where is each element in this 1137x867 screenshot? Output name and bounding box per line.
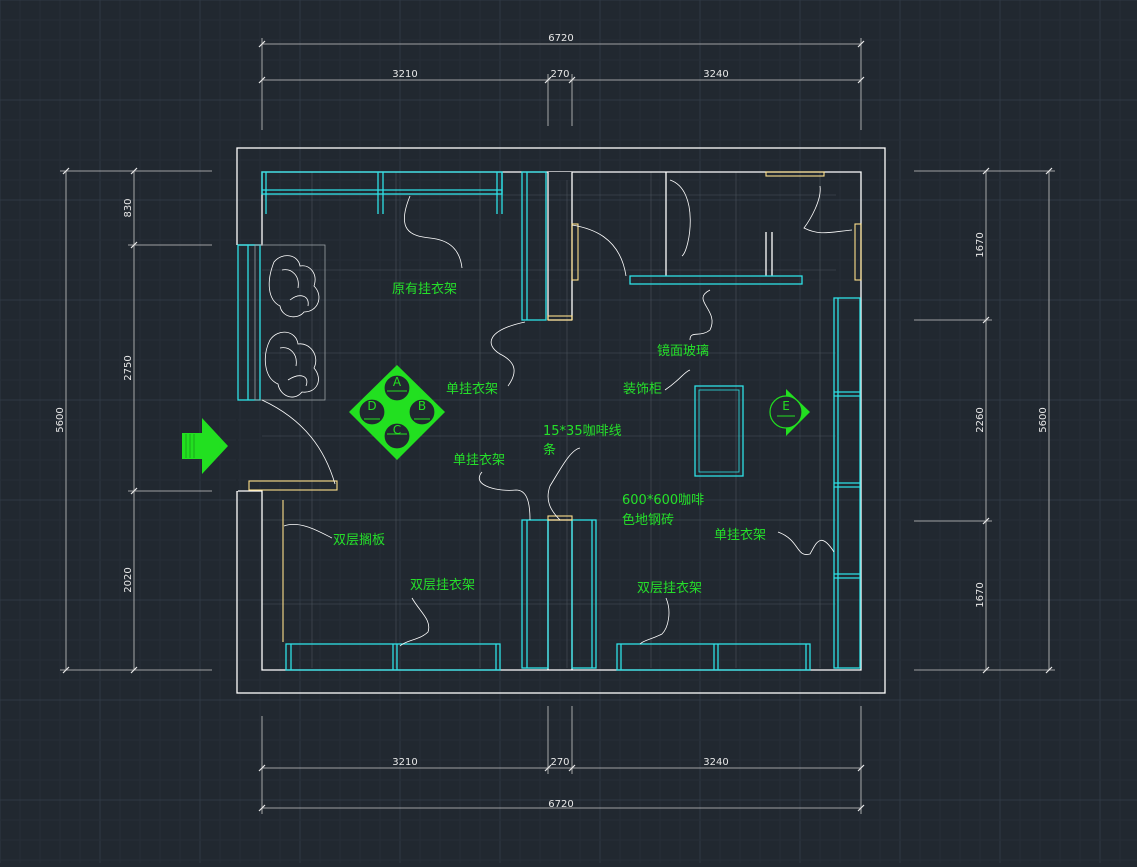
door-swing: [261, 399, 336, 485]
upper-partition-rack: [521, 171, 547, 321]
label-coffee-strip-2: 条: [543, 442, 556, 458]
elevation-index-symbol-icon: A B C D: [349, 365, 445, 460]
dim-bottom-right: 3240: [703, 757, 728, 768]
dim-top-total: 6720: [548, 33, 573, 44]
dim-top-left: 3210: [392, 69, 417, 80]
plan-labels: 原有挂衣架 镜面玻璃 单挂衣架 装饰柜 15*35咖啡线 条 单挂衣架 600*…: [333, 281, 766, 596]
dim-left-total: 5600: [55, 407, 66, 432]
yellow-partitions: [248, 171, 862, 642]
dim-bottom-total: 6720: [548, 799, 573, 810]
elevation-label-e: E: [782, 399, 790, 413]
existing-rack-fixture: [261, 171, 503, 195]
label-single-rack-3: 单挂衣架: [714, 527, 766, 543]
dimension-texts: 6720 3210 270 3240 3210 270 3240 6720 56…: [55, 33, 1049, 810]
walls: [236, 147, 886, 694]
dim-left-top: 830: [123, 198, 134, 217]
label-existing-rack: 原有挂衣架: [392, 281, 457, 297]
elevation-label-c: C: [393, 423, 401, 437]
label-tile-1: 600*600咖啡: [622, 493, 704, 508]
mirror-glass-bar: [629, 275, 803, 285]
elevation-label-a: A: [393, 375, 402, 389]
elevation-label-b: B: [418, 399, 426, 413]
dim-top-right: 3240: [703, 69, 728, 80]
dimension-ticks: [62, 40, 1053, 812]
entrance-stand: [237, 244, 261, 401]
display-cabinet: [694, 385, 744, 477]
dim-bottom-left: 3210: [392, 757, 417, 768]
fixtures: [237, 171, 861, 671]
label-mirror-glass: 镜面玻璃: [657, 344, 709, 359]
dimension-lines: [60, 38, 1055, 814]
label-double-rack-2: 双层挂衣架: [637, 580, 702, 596]
dim-left-bottom: 2020: [123, 567, 134, 592]
leader-lines: [283, 179, 853, 647]
label-double-rack-1: 双层挂衣架: [410, 577, 475, 593]
dim-bottom-mid: 270: [550, 757, 569, 768]
dim-left-mid: 2750: [123, 355, 134, 380]
label-tile-2: 色地钢砖: [622, 512, 674, 528]
elevation-e-marker-icon: E: [769, 389, 810, 436]
label-display-cabinet: 装饰柜: [623, 382, 662, 397]
label-single-rack-1: 单挂衣架: [446, 381, 498, 397]
elevation-label-d: D: [367, 399, 376, 413]
label-single-rack-2: 单挂衣架: [453, 452, 505, 468]
clothing-display: [254, 244, 326, 401]
entrance-arrow-icon: [182, 418, 228, 474]
dim-right-total: 5600: [1038, 407, 1049, 432]
dim-right-mid: 2260: [975, 407, 986, 432]
label-coffee-strip-1: 15*35咖啡线: [543, 424, 622, 439]
dim-right-top: 1670: [975, 232, 986, 257]
label-double-shelf: 双层搁板: [333, 533, 385, 548]
lower-right-partition-rack: [571, 519, 597, 669]
lower-left-partition-rack: [521, 519, 549, 669]
dim-right-bottom: 1670: [975, 582, 986, 607]
dim-top-mid: 270: [550, 69, 569, 80]
floor-tile-grid: [262, 172, 836, 668]
